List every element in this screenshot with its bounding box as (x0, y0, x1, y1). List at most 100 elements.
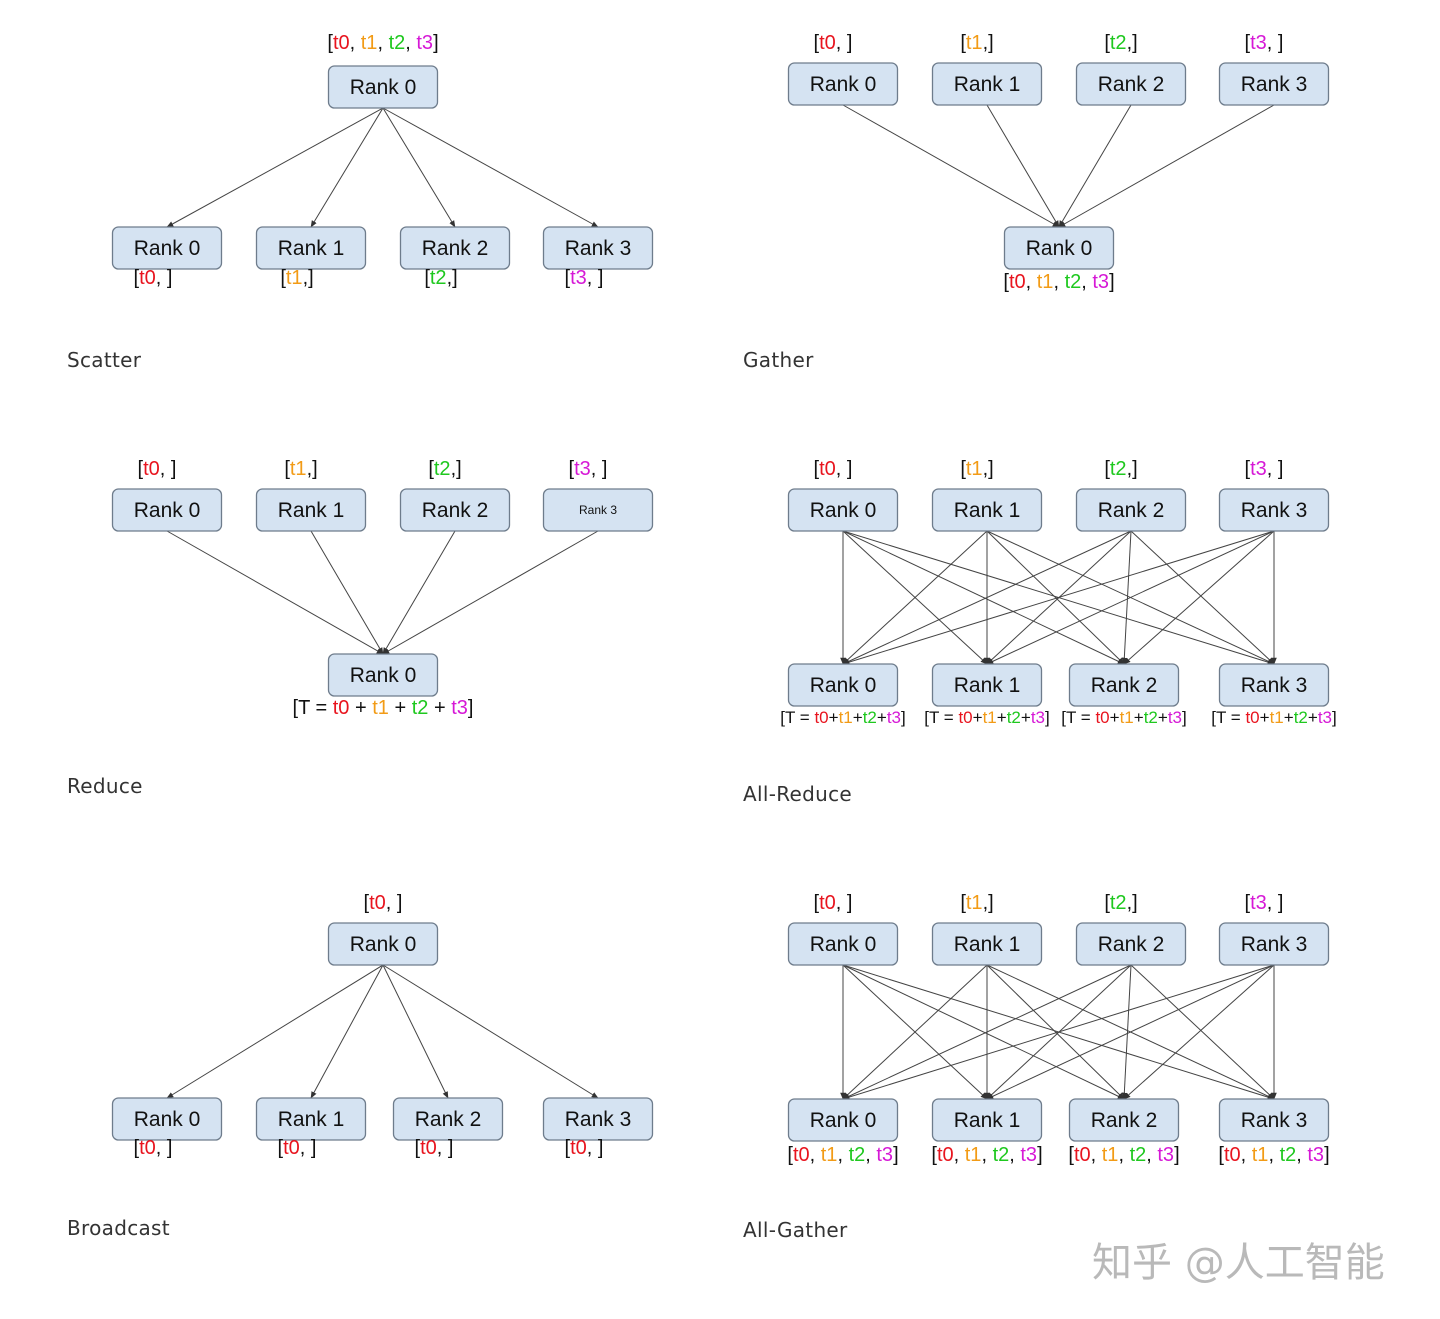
tensor-t1: t1 (966, 32, 983, 54)
tensor-punctuation: [ (1104, 892, 1110, 914)
rank-box (931, 62, 1043, 106)
gather-bottom-tensor-0: [t0, t1, t2, t3] (1003, 271, 1114, 293)
allgather-top-node-1: Rank 1 (931, 922, 1043, 966)
tensor-punctuation: ] (1045, 708, 1050, 727)
allreduce-bottom-tensor-0: [T = t0+t1+t2+t3] (780, 708, 905, 727)
rank-box (327, 653, 439, 697)
tensor-t3: t3 (1020, 1144, 1037, 1166)
tensor-punctuation: , ] (836, 32, 853, 54)
tensor-t2: t2 (1110, 458, 1127, 480)
tensor-punctuation: , (1026, 271, 1037, 293)
tensor-punctuation: , ] (160, 458, 177, 480)
allgather-top-node-3: Rank 3 (1218, 922, 1330, 966)
tensor-punctuation: , ] (1267, 458, 1284, 480)
tensor-punctuation: ,] (983, 892, 994, 914)
allreduce-bottom-node-1: Rank 1 (931, 663, 1043, 707)
rank-box (255, 226, 367, 270)
tensor-t3: t3 (1307, 1144, 1324, 1166)
tensor-punctuation: , ] (587, 1137, 604, 1159)
tensor-punctuation: + (1308, 708, 1318, 727)
tensor-punctuation: [ (1104, 32, 1110, 54)
tensor-punctuation: + (877, 708, 887, 727)
reduce-top-node-0: Rank 0 (111, 488, 223, 532)
allgather-bottom-tensor-2: [t0, t1, t2, t3] (1068, 1144, 1179, 1166)
tensor-punctuation: , (1241, 1144, 1252, 1166)
broadcast-top-tensor-0: [t0, ] (364, 892, 403, 914)
rank-box (1218, 922, 1330, 966)
gather-top-node-2: Rank 2 (1075, 62, 1187, 106)
allgather-top-node-2: Rank 2 (1075, 922, 1187, 966)
allgather-edge-3-1 (986, 964, 1275, 1100)
tensor-punctuation: [ (565, 267, 571, 289)
tensor-punctuation: [ (327, 32, 333, 54)
caption-all-gather: All-Gather (743, 1218, 848, 1242)
tensor-punctuation: [ (1068, 1144, 1074, 1166)
tensor-t0: t0 (369, 892, 386, 914)
tensor-punctuation: [ (424, 267, 430, 289)
rank-box (542, 226, 654, 270)
rank-label: Rank 0 (810, 674, 877, 697)
allreduce-edge-2-0 (842, 530, 1132, 665)
tensor-punctuation: , (1118, 1144, 1129, 1166)
tensor-punctuation: , (837, 1144, 848, 1166)
tensor-punctuation: [ (814, 32, 820, 54)
tensor-punctuation: + (1021, 708, 1031, 727)
rank-box (111, 1097, 223, 1141)
rank-box (255, 488, 367, 532)
tensor-punctuation: + (973, 708, 983, 727)
tensor-t0: t0 (1245, 708, 1259, 727)
tensor-punctuation: , (405, 32, 416, 54)
gather-top-node-3: Rank 3 (1218, 62, 1330, 106)
rank-label: Rank 2 (415, 1108, 482, 1131)
allreduce-top-tensor-3: [t3, ] (1245, 458, 1284, 480)
tensor-t3: t3 (1318, 708, 1332, 727)
rank-label: Rank 1 (954, 933, 1021, 956)
allgather-edge-1-2 (986, 964, 1125, 1100)
broadcast-edge-0-2 (382, 964, 449, 1099)
tensor-t2: t2 (1065, 271, 1082, 293)
tensor-t0: t0 (1224, 1144, 1241, 1166)
rank-label: Rank 1 (278, 1108, 345, 1131)
tensor-punctuation: [ (134, 1137, 140, 1159)
tensor-t0: t0 (143, 458, 160, 480)
tensor-punctuation: + (997, 708, 1007, 727)
tensor-punctuation: , ] (300, 1137, 317, 1159)
tensor-punctuation: + (1158, 708, 1168, 727)
tensor-punctuation: , ] (386, 892, 403, 914)
rank-label: Rank 0 (350, 664, 417, 687)
tensor-t1: t1 (983, 708, 997, 727)
caption-reduce: Reduce (67, 774, 143, 798)
tensor-punctuation: ] (1182, 708, 1187, 727)
tensor-t2: t2 (389, 32, 406, 54)
rank-label: Rank 1 (278, 237, 345, 260)
scatter-edge-0-2 (382, 107, 456, 228)
allreduce-bottom-tensor-2: [T = t0+t1+t2+t3] (1061, 708, 1186, 727)
allreduce-top-tensor-0: [t0, ] (814, 458, 853, 480)
allreduce-bottom-node-3: Rank 3 (1218, 663, 1330, 707)
scatter-edge-0-1 (310, 107, 384, 228)
tensor-t1: t1 (372, 697, 389, 719)
tensor-punctuation: [ (284, 458, 290, 480)
allreduce-top-node-0: Rank 0 (787, 488, 899, 532)
tensor-t3: t3 (574, 458, 591, 480)
tensor-punctuation: , (1146, 1144, 1157, 1166)
reduce-top-node-2: Rank 2 (399, 488, 511, 532)
rank-box (787, 1098, 899, 1142)
tensor-punctuation: [ (278, 1137, 284, 1159)
tensor-t2: t2 (1110, 32, 1127, 54)
gather-edge-1-0 (986, 104, 1060, 228)
rank-label: Rank 0 (134, 499, 201, 522)
tensor-t2: t2 (412, 697, 429, 719)
tensor-punctuation: , ] (1267, 892, 1284, 914)
allreduce-top-node-3: Rank 3 (1218, 488, 1330, 532)
tensor-punctuation: , ] (587, 267, 604, 289)
tensor-punctuation: ,] (1127, 892, 1138, 914)
tensor-t0: t0 (333, 32, 350, 54)
gather-edge-2-0 (1058, 104, 1132, 228)
allreduce-edge-3-2 (1123, 530, 1275, 665)
tensor-punctuation: [ (415, 1137, 421, 1159)
tensor-punctuation: + (1110, 708, 1120, 727)
rank-box (399, 226, 511, 270)
tensor-punctuation: , (1268, 1144, 1279, 1166)
tensor-punctuation: ,] (451, 458, 462, 480)
